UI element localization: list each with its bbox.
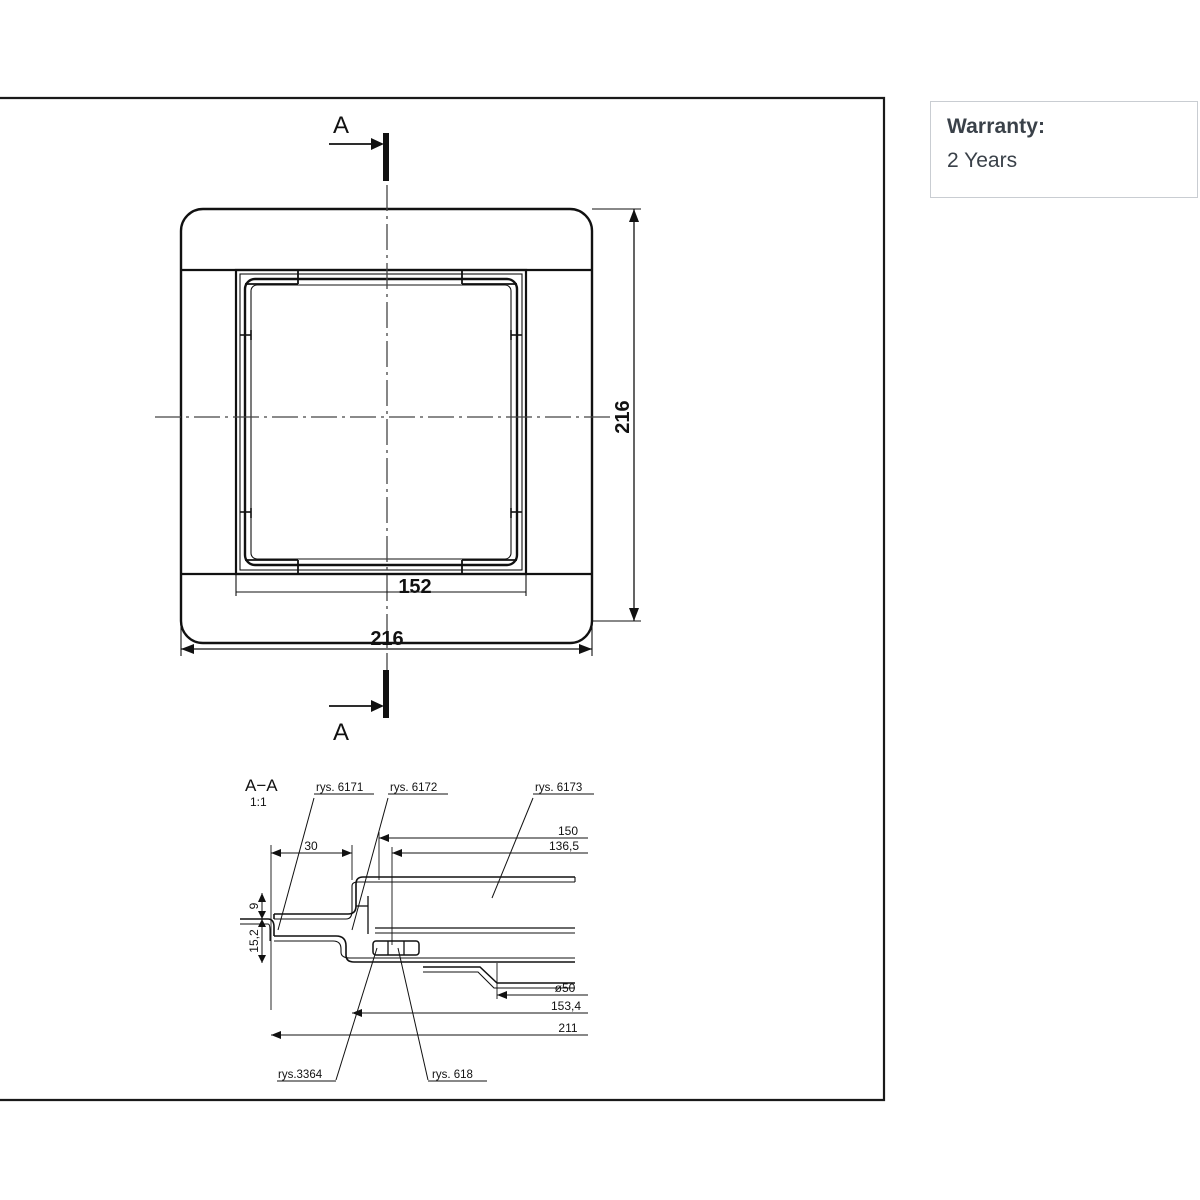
dimension-diameter-50: ø50: [496, 963, 588, 999]
section-view-aa: A−A 1:1: [240, 776, 576, 989]
label-rys-618: rys. 618: [432, 1069, 473, 1081]
profile-skirt-inner: [423, 971, 575, 989]
dim-text-d50: ø50: [555, 981, 576, 995]
dim-arrow-216-top: [629, 209, 639, 222]
warranty-box: Warranty: 2 Years: [930, 101, 1198, 198]
dim-arrow-9-bot: [258, 911, 266, 919]
section-letter-bottom: A: [333, 719, 349, 746]
dim-arrow-30-right: [342, 849, 352, 857]
dim-text-9: 9: [247, 902, 261, 909]
label-rys-6172: rys. 6172: [390, 782, 437, 794]
dim-text-216-width: 216: [370, 628, 403, 650]
section-view-scale: 1:1: [250, 795, 267, 809]
dim-arrow-153-4-left: [352, 1009, 362, 1017]
dim-text-30: 30: [304, 839, 318, 853]
main-top-view: [155, 185, 618, 672]
section-marker-bottom: A: [329, 670, 389, 746]
profile-left-curve: [267, 918, 275, 936]
dim-arrow-211-left: [271, 1031, 281, 1039]
dim-arrow-15-2-top: [258, 919, 266, 927]
dim-arrow-9-top: [258, 893, 266, 902]
dim-arrow-150-left: [379, 834, 389, 842]
dim-text-153-4: 153,4: [551, 999, 581, 1013]
dimension-width-216: 216: [180, 600, 593, 656]
profile-outer-top-inner: [274, 881, 575, 920]
warranty-value: 2 Years: [947, 149, 1018, 173]
dim-text-211: 211: [558, 1021, 577, 1035]
leader-line-6173: [491, 797, 534, 899]
section-leaders: rys. 6171 rys. 6172 rys. 6173 rys.3364 r…: [277, 782, 594, 1082]
dimension-153-4: 153,4: [352, 999, 588, 1017]
profile-lower-lip-inner: [274, 940, 575, 959]
latch-outer: [372, 940, 420, 956]
leader-line-618: [397, 947, 429, 1081]
dim-arrow-15-2-bot: [258, 955, 266, 963]
inner-panel-inset: [250, 284, 512, 560]
dimension-height-216: 216: [592, 208, 641, 622]
section-arrowhead-bottom: [371, 700, 384, 712]
dim-text-152: 152: [398, 576, 431, 598]
dimension-9: 9: [247, 893, 266, 919]
dim-text-150: 150: [558, 824, 578, 838]
leader-line-6172: [351, 797, 389, 931]
dimension-inner-152: 152: [235, 574, 527, 598]
dim-arrow-216-bottom: [629, 608, 639, 621]
latch-block: [372, 940, 420, 956]
dim-arrow-136-5-left: [392, 849, 402, 857]
inner-panel: [243, 277, 519, 567]
section-arrowhead-top: [371, 138, 384, 150]
dim-text-216-height: 216: [612, 400, 634, 433]
dimension-211: 211: [271, 1021, 588, 1039]
profile-skirt: [423, 966, 575, 984]
recess-offset-rect: [239, 273, 523, 571]
dim-text-136-5: 136,5: [549, 839, 579, 853]
dimension-30: 30: [270, 839, 353, 1010]
profile-lower-lip: [274, 935, 575, 963]
section-letter-top: A: [333, 112, 349, 139]
section-marker-top: A: [329, 112, 389, 181]
section-view-title: A−A: [245, 776, 278, 795]
recess-outer-rect: [234, 268, 528, 576]
profile-left-curve-inner: [267, 923, 271, 941]
dimension-150: 150: [378, 824, 588, 880]
leader-line-6171: [277, 797, 315, 931]
dim-arrow-d50-left: [497, 991, 507, 999]
label-rys-6171: rys. 6171: [316, 782, 363, 794]
section-bar-top: [383, 133, 389, 181]
label-rys-3364: rys.3364: [278, 1069, 323, 1081]
dim-text-15-2: 15,2: [247, 929, 261, 953]
dim-arrow-216-left: [181, 644, 194, 654]
dimension-15-2: 15,2: [247, 919, 266, 963]
label-rys-6173: rys. 6173: [535, 782, 582, 794]
profile-outer-top: [274, 876, 575, 915]
sheet-border: [0, 96, 886, 1102]
dim-arrow-216-right: [579, 644, 592, 654]
dim-arrow-30-left: [271, 849, 281, 857]
warranty-label: Warranty:: [947, 115, 1046, 138]
section-bar-bottom: [383, 670, 389, 718]
dimension-136-5: 136,5: [391, 839, 588, 945]
